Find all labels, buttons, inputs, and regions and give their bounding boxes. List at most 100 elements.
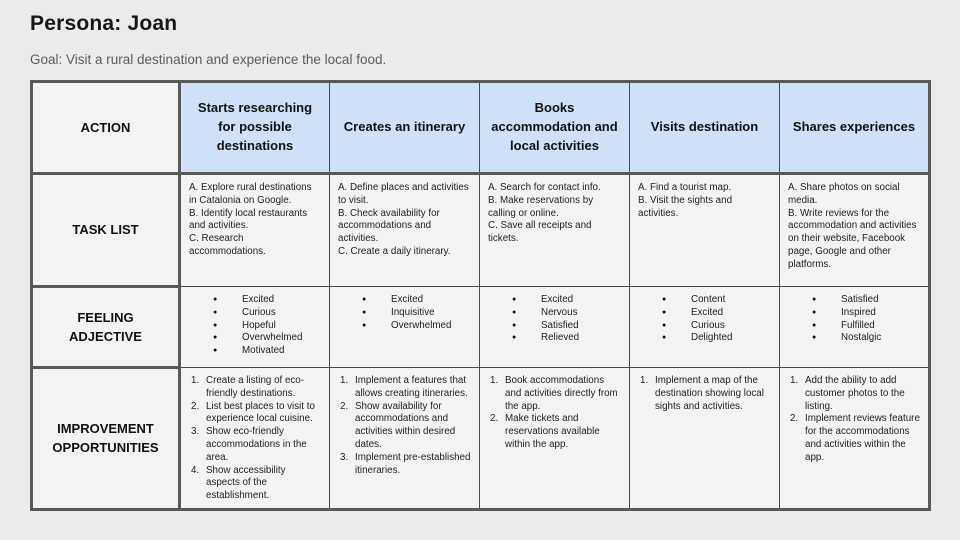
- improvement-item: 2. Show availability for accommodations a…: [338, 401, 471, 452]
- task-item: B. Make reservations by calling or onlin…: [488, 194, 594, 219]
- bullet-icon: ●: [362, 321, 367, 329]
- item-number: 2.: [340, 400, 349, 412]
- feeling-item: ● Satisfied: [788, 294, 920, 307]
- improvement-text: Show availability for accommodations and…: [355, 400, 456, 450]
- plain-cell: A. Find a tourist map.B. Visit the sight…: [629, 173, 780, 287]
- item-number: 3.: [340, 451, 349, 463]
- feeling-label: Inquisitive: [391, 306, 435, 318]
- improvement-item: 1. Create a listing of eco-friendly desti…: [189, 375, 321, 401]
- table-row-numbered: IMPROVEMENT OPPORTUNITIES 1. Create a list…: [30, 366, 930, 511]
- numbered-cell: 1.Implement a map of the destination sho…: [629, 367, 780, 510]
- feeling-label: Nervous: [541, 306, 578, 318]
- item-number: 1.: [490, 375, 499, 386]
- bullet-icon: ●: [362, 308, 367, 316]
- bullets-cell: ●Satisfied●Inspired●Fulfilled●Nostalgic: [779, 286, 930, 368]
- improvement-item: 1.Implement a map of the destination sho…: [638, 375, 771, 413]
- feeling-label: Excited: [541, 294, 574, 305]
- improvement-text: Book accommodations and activities direc…: [505, 375, 618, 412]
- feeling-label: Curious: [242, 306, 276, 318]
- bullet-icon: ●: [662, 308, 667, 316]
- stage-header-4: Visits destination: [629, 81, 780, 175]
- feeling-label: Excited: [242, 294, 275, 305]
- row-label: IMPROVEMENT OPPORTUNITIES: [30, 366, 181, 511]
- bullet-icon: ●: [213, 296, 218, 303]
- plain-cell: A. Define places and activities to visit…: [329, 173, 480, 287]
- bullet-icon: ●: [512, 334, 517, 342]
- feeling-item: ● Inquisitive: [338, 307, 471, 320]
- feeling-item: ●Nervous: [488, 307, 621, 320]
- stage-header-5: Shares experiences: [779, 81, 930, 175]
- bullet-icon: ●: [362, 296, 367, 303]
- item-number: 4.: [191, 464, 200, 476]
- row-label: FEELING ADJECTIVE: [30, 285, 181, 369]
- bullets-cell: ●Excited●Curious●Hopeful●Overwhelmed●Mot…: [179, 286, 330, 368]
- table-row-plain: TASK LIST A. Explore rural destinations i…: [30, 172, 930, 288]
- item-number: 2.: [191, 400, 200, 412]
- bullets-cell: ●Content●Excited●Curious●Delighted: [629, 286, 780, 368]
- feeling-label: Overwhelmed: [391, 319, 452, 331]
- improvement-item: 4.Show accessibility aspects of the esta…: [189, 465, 321, 503]
- feeling-item: ● Relieved: [488, 332, 621, 345]
- bullet-icon: ●: [213, 347, 218, 355]
- item-number: 2.: [790, 413, 799, 425]
- numbered-cell: 1.Implement a features that allows creat…: [329, 367, 480, 510]
- feeling-item: ●Curious: [638, 320, 771, 333]
- feeling-item: ●Hopeful: [189, 320, 321, 333]
- improvement-item: 3. Show eco-friendly accommodations in th…: [189, 426, 321, 464]
- improvement-text: Create a listing of eco-friendly destina…: [206, 375, 305, 399]
- plain-cell: A. Search for contact info.B. Make reser…: [479, 173, 630, 287]
- item-number: 1.: [790, 375, 799, 386]
- feeling-label: Curious: [691, 319, 725, 331]
- persona-journey-table: ACTION Starts researching for possible d…: [30, 80, 931, 511]
- feeling-item: ●Inspired: [788, 307, 920, 320]
- table-body: TASK LIST A. Explore rural destinations i…: [30, 172, 930, 511]
- feeling-label: Content: [691, 294, 726, 305]
- improvement-item: 3.Implement pre-established itineraries.: [338, 452, 471, 478]
- row-label: TASK LIST: [30, 172, 181, 288]
- plain-cell: A. Explore rural destinations in Catalon…: [179, 173, 330, 287]
- feeling-label: Excited: [691, 306, 724, 318]
- task-item: A. Share photos on social media.: [788, 182, 900, 206]
- improvement-text: Show eco-friendly accommodations in the …: [206, 426, 307, 463]
- improvement-item: 1. Add the ability to add customer photos…: [788, 375, 920, 413]
- task-item: C. Research accommodations.: [189, 233, 266, 257]
- bullet-icon: ●: [662, 296, 667, 303]
- stage-header-2: Creates an itinerary: [329, 81, 480, 175]
- feeling-label: Satisfied: [841, 294, 879, 305]
- improvement-text: Add the ability to add customer photos t…: [805, 375, 905, 412]
- improvement-item: 2. Implement reviews feature for the acco…: [788, 413, 920, 464]
- task-item: A. Explore rural destinations in Catalon…: [189, 182, 312, 206]
- task-item: A. Find a tourist map.: [638, 182, 732, 193]
- improvement-text: Implement reviews feature for the accomm…: [805, 413, 920, 463]
- feeling-label: Excited: [391, 294, 424, 305]
- feeling-label: Hopeful: [242, 319, 276, 331]
- improvement-text: List best places to visit to experience …: [206, 400, 315, 425]
- bullet-icon: ●: [812, 296, 817, 303]
- header-row: ACTION Starts researching for possible d…: [30, 80, 930, 175]
- item-number: 1.: [191, 375, 200, 386]
- improvement-item: 2.Make tickets and reservations availabl…: [488, 413, 621, 451]
- task-item: B. Identify local restaurants and activi…: [189, 207, 308, 232]
- feeling-item: ● Excited: [638, 307, 771, 320]
- bullet-icon: ●: [512, 296, 517, 303]
- table-row-bullets: FEELING ADJECTIVE●Excited●Curious●Hopefu…: [30, 285, 930, 369]
- feeling-label: Satisfied: [541, 319, 579, 331]
- bullet-icon: ●: [812, 308, 817, 316]
- item-number: 3.: [191, 426, 200, 438]
- feeling-label: Relieved: [541, 332, 580, 344]
- bullet-icon: ●: [662, 334, 667, 342]
- improvement-text: Make tickets and reservations available …: [505, 413, 600, 450]
- feeling-item: ●Fulfilled: [788, 320, 920, 333]
- feeling-item: ● Motivated: [189, 345, 321, 358]
- page-title: Persona: Joan: [30, 12, 178, 35]
- feeling-label: Motivated: [242, 345, 285, 357]
- feeling-item: ● Overwhelmed: [338, 320, 471, 333]
- bullet-icon: ●: [812, 334, 817, 342]
- action-corner-header: ACTION: [30, 80, 181, 175]
- task-item: C. Save all receipts and tickets.: [488, 220, 592, 245]
- numbered-cell: 1. Book accommodations and activities dir…: [479, 367, 630, 510]
- item-number: 1.: [640, 375, 649, 386]
- stage-header-3: Books accommodation and local activities: [479, 81, 630, 175]
- stage-header-1: Starts researching for possible destinat…: [179, 81, 330, 175]
